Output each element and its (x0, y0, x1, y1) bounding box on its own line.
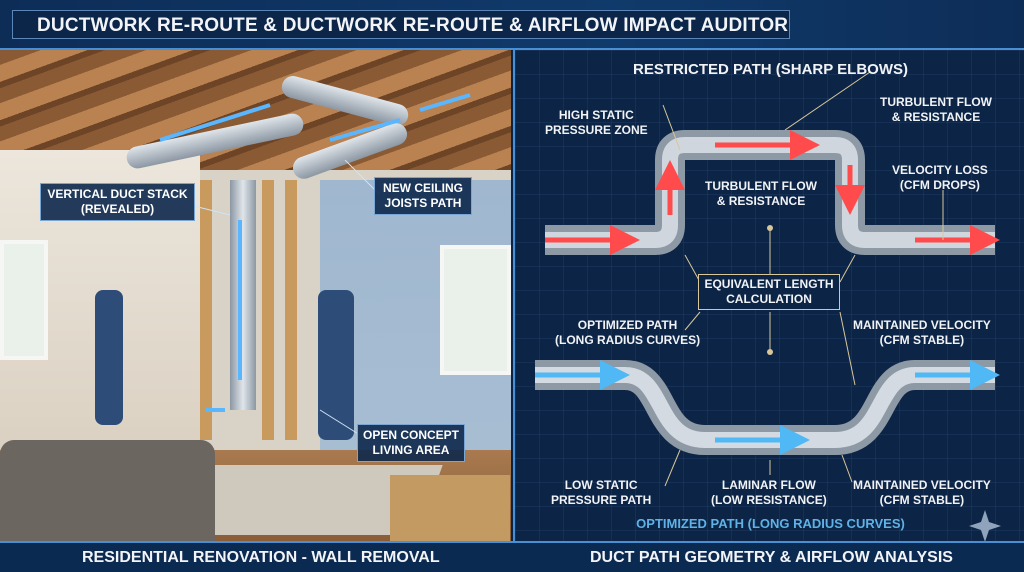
label-laminar: LAMINAR FLOW (LOW RESISTANCE) (711, 478, 827, 507)
duct-diagram (535, 71, 1001, 541)
worker-left (95, 290, 123, 425)
label-optimized-path: OPTIMIZED PATH (LONG RADIUS CURVES) (555, 318, 701, 347)
anchor-dot (767, 349, 773, 355)
sparkle-icon (969, 510, 1001, 541)
cardboard-box (390, 475, 510, 541)
vertical-duct (230, 180, 256, 410)
label-maintained-top: MAINTAINED VELOCITY (CFM STABLE) (853, 318, 991, 347)
label-turbulent-top: TURBULENT FLOW & RESISTANCE (880, 95, 992, 124)
optimized-subtitle: OPTIMIZED PATH (LONG RADIUS CURVES) (636, 516, 905, 531)
sofa (0, 440, 215, 541)
label-open-concept: OPEN CONCEPT LIVING AREA (357, 424, 465, 462)
wall-stud (200, 180, 212, 440)
left-caption: RESIDENTIAL RENOVATION - WALL REMOVAL (82, 549, 440, 566)
diagram-panel: RESTRICTED PATH (SHARP ELBOWS) HIGH STAT… (513, 50, 1024, 541)
airflow-arrows (149, 93, 471, 436)
equivalent-length-box: EQUIVALENT LENGTH CALCULATION (698, 274, 840, 310)
label-low-static: LOW STATIC PRESSURE PATH (551, 478, 652, 507)
label-velocity-loss: VELOCITY LOSS (CFM DROPS) (892, 163, 988, 192)
leader-lines (662, 71, 944, 487)
label-high-static: HIGH STATIC PRESSURE ZONE (545, 108, 648, 137)
anchor-dot (767, 225, 773, 231)
wall-stud (262, 180, 274, 440)
restricted-duct (545, 130, 1000, 255)
header-bar: DUCTWORK RE-ROUTE & DUCTWORK RE-ROUTE & … (0, 0, 1024, 50)
page-title: DUCTWORK RE-ROUTE & DUCTWORK RE-ROUTE & … (12, 10, 790, 39)
footer-bar: RESIDENTIAL RENOVATION - WALL REMOVAL DU… (0, 541, 1024, 572)
diagram-title: RESTRICTED PATH (SHARP ELBOWS) (632, 61, 908, 78)
label-maintained-bottom: MAINTAINED VELOCITY (CFM STABLE) (853, 478, 991, 507)
worker-right (318, 290, 354, 440)
optimized-duct (535, 360, 1000, 455)
label-ceiling-joists: NEW CEILING JOISTS PATH (374, 177, 472, 215)
right-caption: DUCT PATH GEOMETRY & AIRFLOW ANALYSIS (590, 549, 953, 566)
label-vertical-duct-stack: VERTICAL DUCT STACK (REVEALED) (40, 183, 195, 221)
window-right (440, 245, 511, 375)
label-turbulent-mid: TURBULENT FLOW & RESISTANCE (705, 179, 817, 208)
renovation-photo: VERTICAL DUCT STACK (REVEALED) NEW CEILI… (0, 50, 511, 541)
wall-stud (285, 180, 297, 440)
window-left (0, 240, 48, 360)
